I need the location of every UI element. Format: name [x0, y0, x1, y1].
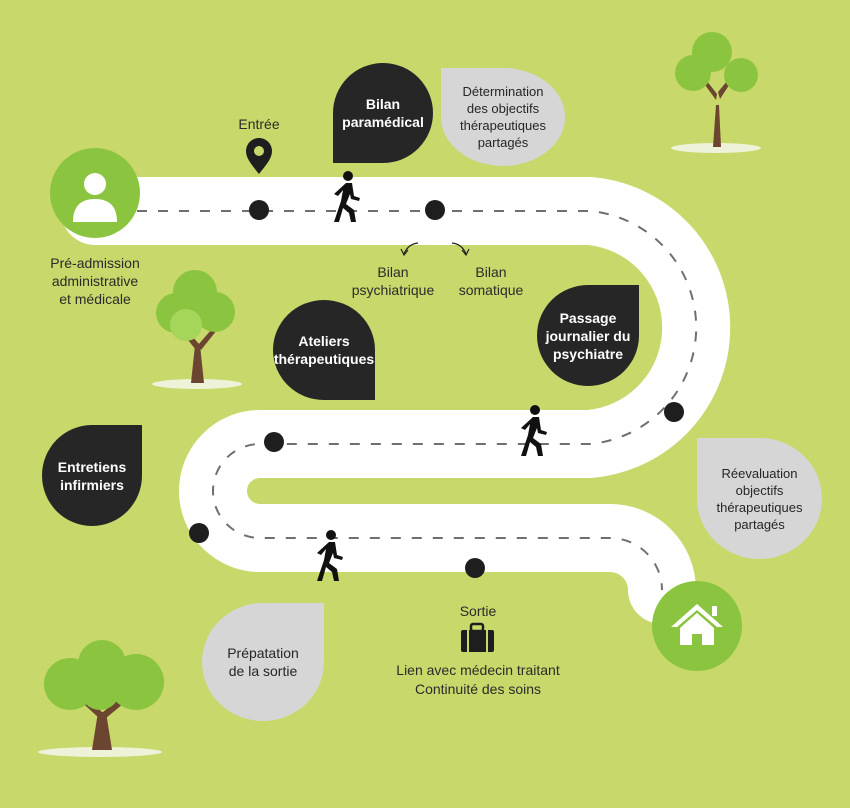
location-pin-icon: [246, 138, 272, 174]
pre-admission-label: Pré-admission administrative et médicale: [50, 255, 140, 307]
entretiens-infirmiers-bubble: Entretiens infirmiers: [42, 425, 142, 526]
bilan-somatique-label: Bilan somatique: [458, 264, 524, 298]
road: [61, 177, 731, 624]
determination-objectifs-bubble: Détermination des objectifs thérapeutiqu…: [441, 68, 565, 166]
bilan-psychiatrique-label: Bilan psychiatrique: [351, 264, 435, 298]
preparation-sortie-bubble: Prépatation de la sortie: [202, 603, 324, 721]
tree-icon: [38, 640, 164, 757]
reevaluation-objectifs-bubble: Réevaluation objectifs thérapeutiques pa…: [697, 438, 822, 559]
walking-person-icon: [334, 171, 360, 222]
milestone-dot: [249, 200, 269, 220]
walking-person-icon: [521, 405, 547, 456]
home-icon: [652, 581, 742, 671]
bilan-paramedical-bubble: Bilan paramédical: [333, 63, 433, 163]
lien-medecin-label: Lien avec médecin traitant: [396, 662, 560, 678]
ateliers-therapeutiques-bubble: Ateliers thérapeutiques: [273, 300, 375, 400]
arrow-icon: [403, 242, 419, 255]
milestone-dot: [664, 402, 684, 422]
walking-person-icon: [317, 530, 343, 581]
sortie-label: Sortie: [459, 603, 497, 619]
milestone-dot: [189, 523, 209, 543]
arrow-icon: [451, 242, 467, 255]
briefcase-icon: [461, 622, 494, 652]
user-icon: [50, 148, 140, 238]
arrow-icon: [461, 248, 470, 257]
tree-icon: [671, 32, 761, 153]
passage-psychiatre-bubble: Passage journalier du psychiatre: [537, 285, 639, 386]
continuite-soins-label: Continuité des soins: [414, 681, 542, 697]
entree-label: Entrée: [238, 116, 280, 132]
tree-icon: [152, 270, 242, 389]
milestone-dot: [425, 200, 445, 220]
milestone-dot: [264, 432, 284, 452]
arrow-icon: [400, 248, 409, 257]
milestone-dot: [465, 558, 485, 578]
